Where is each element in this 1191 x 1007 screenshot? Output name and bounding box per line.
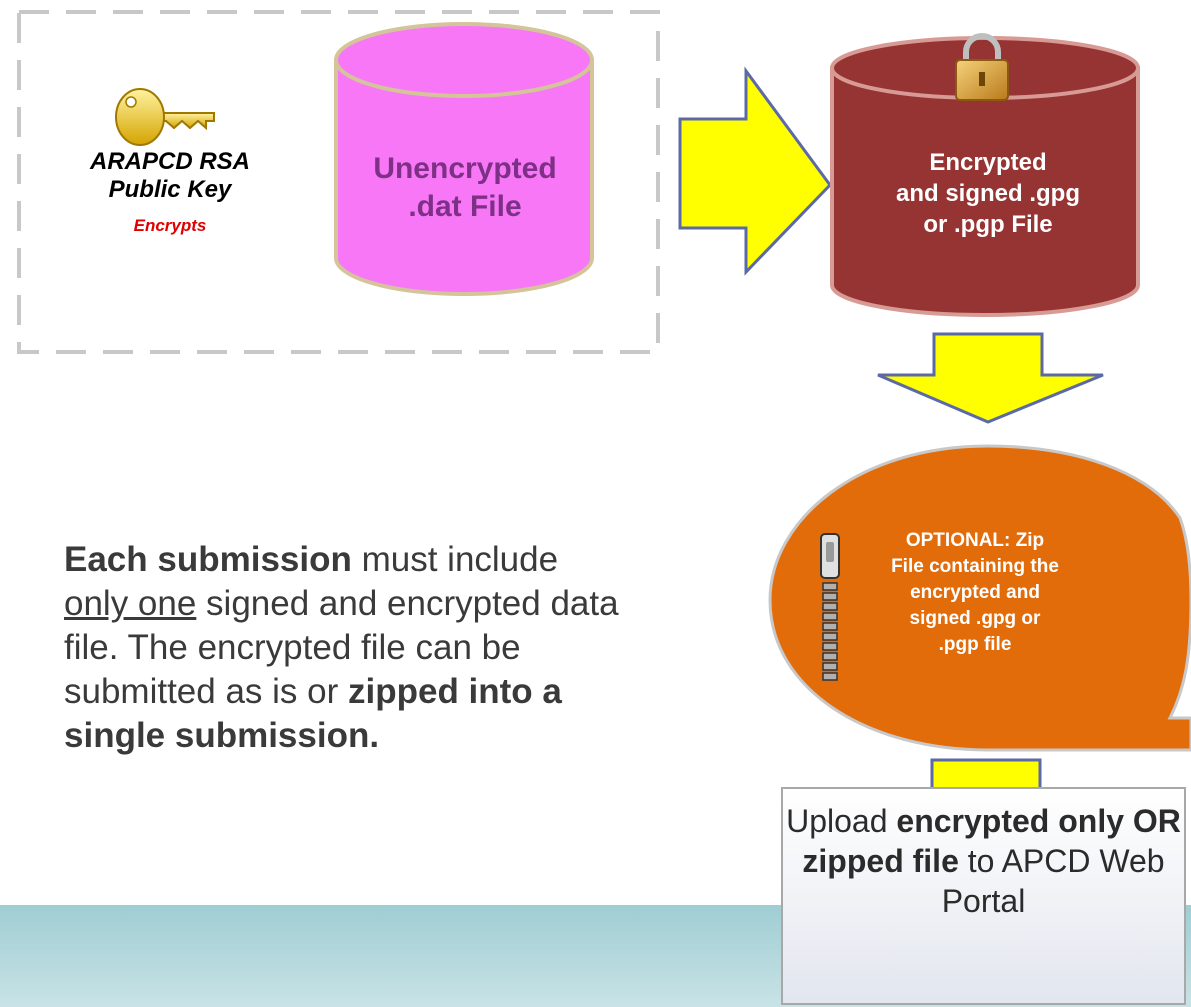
- note-bold-lead: Each submission: [64, 540, 352, 579]
- zip-option-label: OPTIONAL: Zip File containing the encryp…: [850, 528, 1100, 658]
- public-key-label: ARAPCD RSA Public Key: [50, 148, 290, 204]
- upload-text-1: Upload: [786, 803, 897, 839]
- note-bold-tail: zipped into a single submission.: [64, 672, 562, 755]
- zip-option-line2: File containing the: [891, 556, 1059, 577]
- unencrypted-file-line1: Unencrypted: [373, 152, 557, 185]
- upload-instruction-box: Upload encrypted only OR zipped file to …: [781, 787, 1186, 1005]
- encrypts-label: Encrypts: [133, 216, 207, 235]
- padlock-icon: [955, 33, 1009, 101]
- upload-bold: encrypted only OR zipped file: [802, 803, 1181, 879]
- note-text-1: must include: [351, 540, 559, 579]
- zip-option-line1: OPTIONAL: Zip: [905, 530, 1045, 551]
- public-key-label-line2: Public Key: [108, 176, 232, 203]
- zip-option-line5: .pgp file: [938, 634, 1012, 655]
- key-icon: [115, 88, 215, 146]
- unencrypted-file-label: Unencrypted .dat File: [340, 150, 590, 226]
- encrypted-file-line1: Encrypted: [929, 149, 1047, 176]
- down-arrow-1: [877, 332, 1104, 424]
- note-text-2: signed and encrypted data file. The encr…: [64, 584, 619, 711]
- zip-option-line3: encrypted and: [910, 582, 1040, 603]
- note-underline: only one: [64, 584, 197, 623]
- encrypted-file-line3: or .pgp File: [923, 211, 1053, 238]
- unencrypted-file-line2: .dat File: [408, 190, 522, 223]
- encrypted-file-label: Encrypted and signed .gpg or .pgp File: [838, 147, 1138, 240]
- zip-option-line4: signed .gpg or: [909, 608, 1041, 629]
- key-group-box: [17, 10, 660, 354]
- submission-note: Each submission must include only one si…: [64, 538, 624, 758]
- public-key-label-line1: ARAPCD RSA: [89, 148, 250, 175]
- right-arrow: [678, 66, 832, 276]
- zipper-icon: [820, 533, 840, 681]
- upload-text-2: to APCD Web Portal: [941, 843, 1165, 919]
- unencrypted-file-cylinder: [334, 22, 594, 296]
- encrypted-file-line2: and signed .gpg: [896, 180, 1080, 207]
